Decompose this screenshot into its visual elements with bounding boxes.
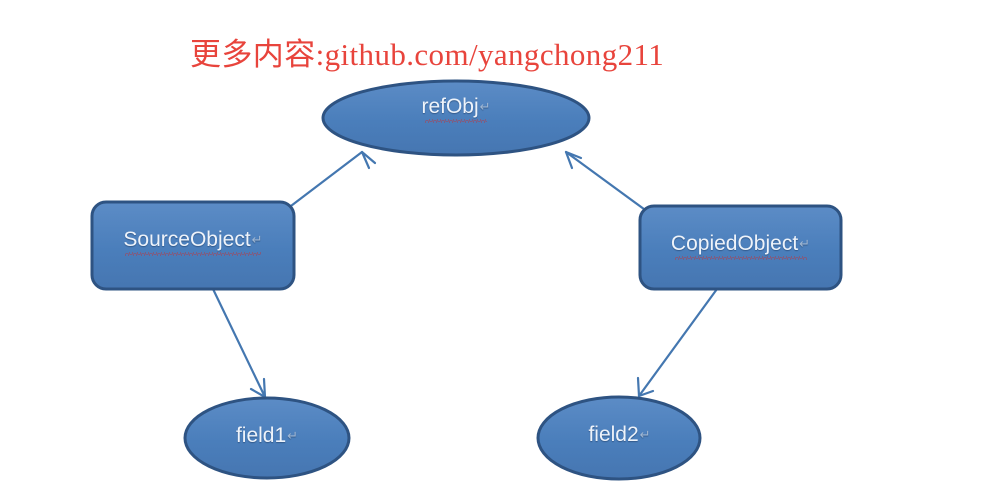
node-label-copiedobject: CopiedObject↵ — [640, 232, 841, 260]
node-label-refobj-text: refObj — [421, 95, 479, 118]
node-label-field1-text: field1 — [235, 424, 287, 447]
edge-copied-to-field2 — [636, 287, 719, 398]
edge-source-to-field1 — [211, 287, 267, 399]
node-field1[interactable] — [183, 396, 351, 480]
node-copiedobject[interactable] — [638, 204, 843, 291]
node-label-sourceobject-text: SourceObject — [123, 228, 251, 251]
edge-source-to-refobj — [281, 150, 377, 214]
node-label-field2: field2↵ — [538, 423, 701, 447]
node-label-sourceobject: SourceObject↵ — [92, 228, 294, 256]
spellcheck-underline-copiedobject — [674, 256, 807, 260]
spellcheck-underline-refobj — [425, 119, 487, 123]
node-label-field1: field1↵ — [185, 424, 349, 448]
node-field2[interactable] — [536, 395, 702, 481]
node-sourceobject[interactable] — [90, 200, 296, 291]
spellcheck-underline-sourceobject — [125, 252, 261, 256]
pilcrow-mark-field1: ↵ — [287, 428, 299, 443]
node-label-refobj: refObj↵ — [323, 95, 589, 123]
pilcrow-mark-refobj: ↵ — [479, 99, 491, 114]
node-label-field2-text: field2 — [588, 423, 639, 446]
watermark-text: 更多内容:github.com/yangchong211 — [190, 37, 665, 72]
node-label-copiedobject-text: CopiedObject — [670, 232, 799, 255]
edge-copied-to-refobj — [564, 150, 650, 214]
pilcrow-mark-sourceobject: ↵ — [251, 232, 263, 247]
pilcrow-mark-field2: ↵ — [639, 427, 651, 442]
pilcrow-mark-copiedobject: ↵ — [799, 236, 811, 251]
node-refobj[interactable] — [321, 79, 591, 157]
